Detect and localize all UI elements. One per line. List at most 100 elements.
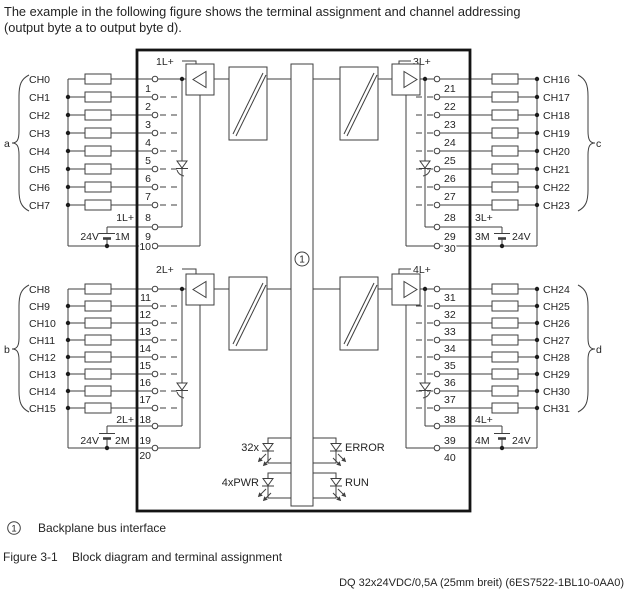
terminal-circles-c [433,75,441,250]
terminal-number: 29 [444,231,456,243]
module-outline [135,48,472,513]
top-supply-label: 4L+ [413,264,431,276]
terminal-number: 28 [444,212,456,224]
terminal-number: 4 [145,137,151,149]
terminal-number: 31 [444,292,456,304]
document-reference: DQ 32x24VDC/0,5A (25mm breit) (6ES7522-1… [339,577,624,589]
status-led-section: 32x ERROR 4xPWR RUN [222,437,385,502]
byte-brace-d [577,284,596,413]
terminal-circles-a [151,75,159,250]
channel-label: CH4 [29,146,50,158]
battery-icon [494,227,510,249]
channel-label: CH20 [543,146,570,158]
terminal-number: 12 [139,309,151,321]
byte-label: a [4,138,10,150]
channel-label: CH24 [543,284,570,296]
channel-label: CH21 [543,164,570,176]
backplane-bus-bar: 1 [290,63,314,507]
channel-label: CH15 [29,403,56,415]
header-line1: The example in the following figure show… [4,4,520,19]
channel-label: CH14 [29,386,56,398]
terminal-number: 35 [444,360,456,372]
channel-label: CH10 [29,318,56,330]
channel-label: CH19 [543,128,570,140]
channel-label: CH6 [29,182,50,194]
ground-label: 2M [115,435,130,447]
supply-label: 4L+ [475,414,493,426]
battery-icon [494,426,510,451]
byte-brace-b [11,284,30,413]
header-line2: (output byte a to output byte d). [4,20,182,35]
channel-label: CH25 [543,301,570,313]
channel-label: CH5 [29,164,50,176]
load-resistor-icons-d [491,283,519,414]
channel-label: CH8 [29,284,50,296]
channel-label: CH11 [29,335,55,347]
power-led-icon [257,478,274,502]
isolation-blocks [228,66,379,351]
terminal-number: 37 [444,394,456,406]
terminal-number: 34 [444,343,456,355]
driver-triangle-icon [192,280,207,299]
load-resistor-icons-b [84,283,112,414]
terminal-dashes-a [160,96,178,206]
terminal-number: 3 [145,119,151,131]
led-icon [419,382,431,399]
byte-brace-c [577,74,596,212]
figure-caption: Block diagram and terminal assignment [72,550,283,564]
channel-status-led-icon [257,443,274,467]
terminal-number: 24 [444,137,456,149]
channel-label: CH26 [543,318,570,330]
driver-blocks [185,63,421,306]
driver-triangle-icon [403,70,418,89]
channel-label: CH12 [29,352,56,364]
indicator-label: 4xPWR [222,477,259,489]
terminal-number: 20 [139,450,151,462]
load-resistor-icons-c [491,73,519,211]
terminal-number: 13 [139,326,151,338]
channel-label: CH2 [29,110,50,122]
terminal-number: 17 [139,394,151,406]
supply-label: 2L+ [116,414,134,426]
output-group-d: 4L+ d CH24 CH25 CH26 CH27 CH28 CH29 CH30… [398,264,602,466]
terminal-circles-b [151,285,159,452]
terminal-number: 2 [145,101,151,113]
channel-label: CH13 [29,369,56,381]
voltage-label: 24V [80,231,99,243]
terminal-number: 15 [139,360,151,372]
terminal-number: 30 [444,243,456,255]
led-icon [419,160,431,177]
terminal-number: 16 [139,377,151,389]
terminal-number: 10 [139,241,151,253]
ground-label: 4M [475,435,490,447]
channel-label: CH7 [29,200,50,212]
channel-label: CH22 [543,182,570,194]
output-group-a: 1L+ a CH0 CH1 CH2 CH3 CH4 CH5 CH6 CH7 1 … [4,56,201,255]
load-resistor-icons-a [84,73,112,211]
terminal-number: 36 [444,377,456,389]
terminal-number: 32 [444,309,456,321]
channel-label: CH30 [543,386,570,398]
terminal-number: 14 [139,343,151,355]
terminal-number: 26 [444,173,456,185]
voltage-label: 24V [80,435,99,447]
channel-label: CH17 [543,92,570,104]
legend-number: 1 [11,524,16,535]
terminal-number: 23 [444,119,456,131]
terminal-number: 39 [444,435,456,447]
legend: 1 Backplane bus interface [7,521,166,535]
terminal-number: 9 [145,231,151,243]
terminal-number: 5 [145,155,151,167]
channel-label: CH29 [543,369,570,381]
channel-label: CH18 [543,110,570,122]
byte-label: b [4,344,10,356]
terminal-dashes-b [160,305,178,409]
error-led-icon [330,443,347,467]
indicator-label: 32x [241,442,259,454]
ground-label: 3M [475,231,490,243]
supply-label: 3L+ [475,212,493,224]
battery-icon [99,426,115,451]
terminal-number: 6 [145,173,151,185]
